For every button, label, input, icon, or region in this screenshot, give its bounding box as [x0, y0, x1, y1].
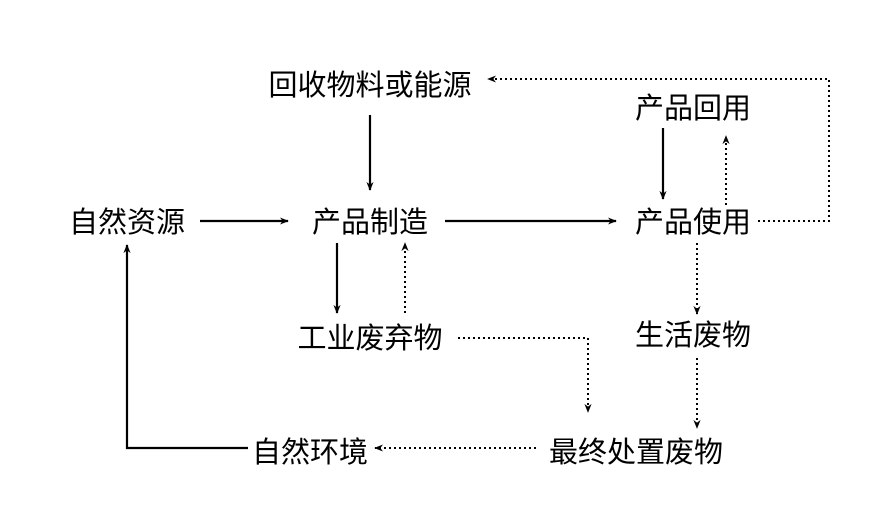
- node-final-disposal: 最终处置废物: [549, 435, 723, 469]
- node-recycled-material: 回收物料或能源: [268, 68, 471, 102]
- node-manufacturing: 产品制造: [312, 205, 428, 239]
- arrow-environment-to-resources: [123, 244, 248, 450]
- node-domestic-waste: 生活废物: [635, 318, 751, 352]
- arrow-industrial-to-final: [458, 337, 592, 413]
- node-product-reuse: 产品回用: [635, 91, 751, 125]
- node-industrial-waste: 工业废弃物: [297, 321, 442, 355]
- arrow-use-to-recycled: [487, 75, 830, 222]
- node-natural-resources: 自然资源: [69, 205, 185, 239]
- node-natural-environment: 自然环境: [252, 435, 368, 469]
- node-product-use: 产品使用: [635, 205, 751, 239]
